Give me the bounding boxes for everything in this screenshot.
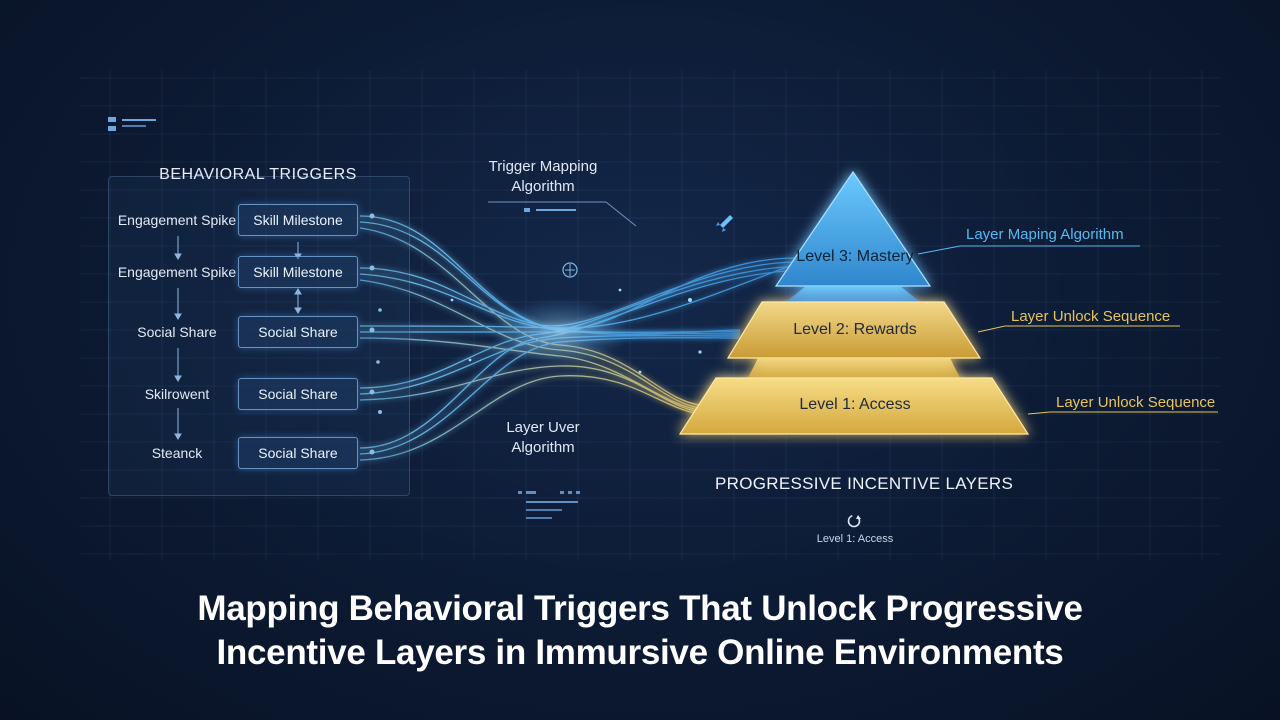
trigger-label-3: Social Share — [137, 324, 217, 340]
trigger-label-4: Skilrowent — [144, 386, 210, 402]
data-widget-icon — [518, 491, 580, 519]
trigger-box-3: Social Share — [238, 316, 358, 348]
level-1-label: Level 1: Access — [799, 396, 911, 413]
trigger-label-5: Steanck — [151, 445, 203, 461]
headline-line-2: Incentive Layers in Immursive Online Env… — [216, 633, 1064, 672]
trigger-label-2: Engagement Spike — [117, 264, 237, 280]
pyramid-level-2 — [726, 301, 982, 359]
pyramid-connector-upper — [786, 286, 920, 302]
layer-unlock-sequence-label-lower: Layer Unlock Sequence — [1056, 394, 1216, 411]
layer-mapping-algorithm-label: Layer Maping Algorithm — [966, 226, 1124, 243]
box-arrows — [294, 242, 302, 314]
algorithm-connector — [488, 201, 637, 227]
level-2-label: Level 2: Rewards — [793, 321, 917, 338]
layer-unlock-sequence-label-upper: Layer Unlock Sequence — [1011, 308, 1171, 325]
pyramid-level-1 — [678, 377, 1030, 435]
trigger-box-5: Social Share — [238, 437, 358, 469]
brain-icon — [562, 262, 578, 278]
panel-title: BEHAVIORAL TRIGGERS — [159, 166, 357, 183]
trigger-arrows — [174, 236, 182, 440]
layer-uver-algorithm-label: Layer Uver Algorithm — [506, 419, 580, 456]
refresh-icon — [847, 514, 861, 528]
trigger-box-1: Skill Milestone — [238, 204, 358, 236]
trigger-box-4: Social Share — [238, 378, 358, 410]
trigger-label-1: Engagement Spike — [117, 212, 237, 228]
incentive-pyramid — [678, 170, 1030, 435]
headline-line-1: Mapping Behavioral Triggers That Unlock … — [197, 589, 1083, 628]
progressive-incentive-heading: PROGRESSIVE INCENTIVE LAYERS — [715, 474, 1014, 493]
trigger-mapping-algorithm-label: Trigger Mapping Algorithm — [488, 158, 598, 195]
trigger-box-2: Skill Milestone — [238, 256, 358, 288]
pyramid-connector-lower — [748, 358, 960, 378]
side-leader-lines — [917, 245, 1218, 415]
status-widget-icon — [108, 117, 156, 131]
level-1-footnote: Level 1: Access — [816, 533, 894, 545]
level-3-label: Level 3: Mastery — [796, 248, 914, 265]
rocket-icon — [716, 215, 733, 232]
